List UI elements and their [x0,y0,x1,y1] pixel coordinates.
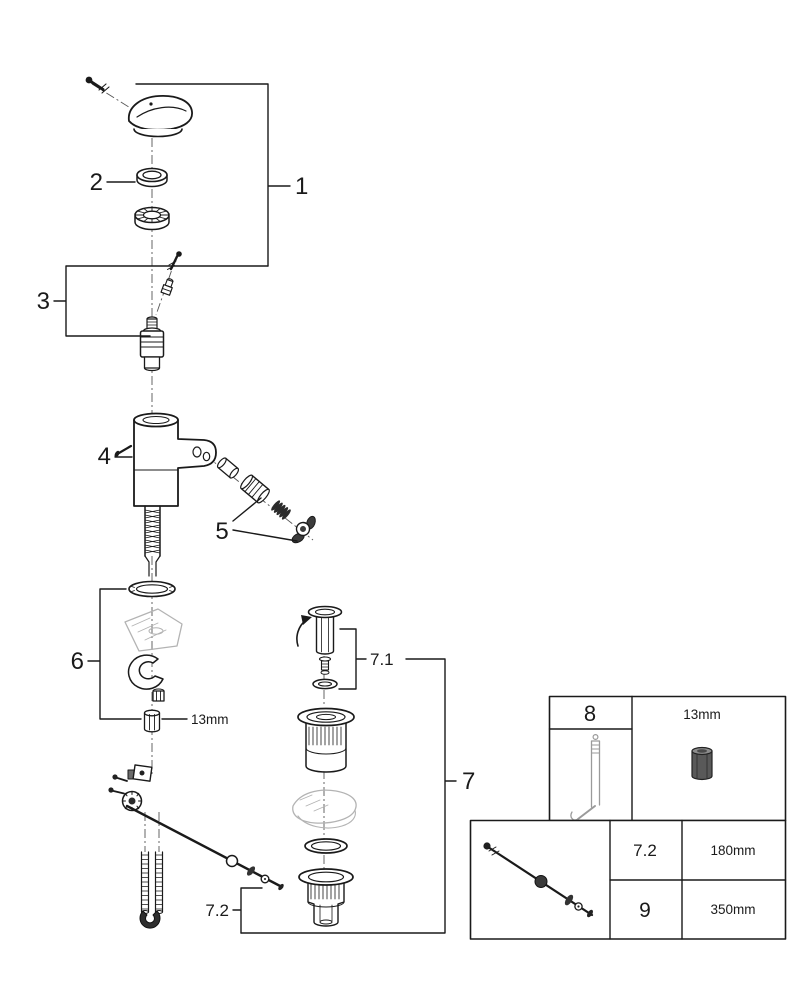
lever-handle [128,95,193,138]
fixing-set [108,764,153,812]
aerator-assembly [216,457,316,544]
callout-3-label: 3 [37,288,50,315]
bracket-3 [53,265,269,337]
callout-7-2-label: 7.2 [205,901,229,920]
callout-5-label: 5 [215,518,228,545]
bracket-7 [240,658,457,934]
popup-plug [296,605,343,690]
callout-6-label: 6 [71,648,84,675]
length-table-box: 7.2 180mm 9 350mm [469,819,787,940]
bracket-6 [87,588,142,720]
table-length-180: 180mm [710,843,755,858]
retaining-hook [139,910,161,929]
mounting-nut-13mm [143,709,161,733]
table-part-7-2: 7.2 [633,841,657,860]
axis-centerlines [91,83,325,874]
long-rod-sketch [483,842,594,918]
callout-brackets [53,83,457,934]
tool-info-box: 8 13mm [548,695,787,822]
sink-deck-sketch-upper [124,608,183,652]
callout-2-label: 2 [90,169,103,196]
rotate-arrowhead [301,615,312,625]
callout-4-label: 4 [98,443,111,470]
faucet-body [114,412,217,507]
callout-8-label: 8 [584,701,596,726]
callout-7-1-label: 7.1 [370,650,394,669]
tool-size-label: 13mm [683,707,721,722]
leader-5 [232,497,298,542]
hex-socket-tool [691,746,713,781]
drain-body-lower [298,868,354,927]
check-valve [160,278,174,296]
small-nut [152,688,165,702]
callout-1-label: 1 [295,173,308,200]
drain-flange-body [297,707,355,773]
wing-nut [291,515,316,544]
supply-shank [144,505,161,577]
mounting-horseshoe [127,654,164,690]
escutcheon-ring [136,167,168,188]
cartridge-nut [134,206,170,231]
handle-screw [85,76,110,94]
drain-seal-ring [304,838,348,854]
bracket-7-2 [232,887,263,934]
bracket-1 [135,83,291,267]
cartridge-assembly [139,316,165,372]
callout-7-label: 7 [462,768,475,795]
bracket-7-1 [338,628,367,690]
nut-size-label: 13mm [191,712,229,727]
table-part-9: 9 [639,899,651,922]
sink-deck-sketch-lower [292,789,357,829]
service-tool-sketch [570,733,601,821]
threaded-studs [140,851,164,914]
table-length-350: 350mm [710,902,755,917]
base-gasket [128,580,176,598]
diverter-screw [167,251,182,271]
pull-rod [125,804,284,891]
spring-coil [271,500,291,520]
